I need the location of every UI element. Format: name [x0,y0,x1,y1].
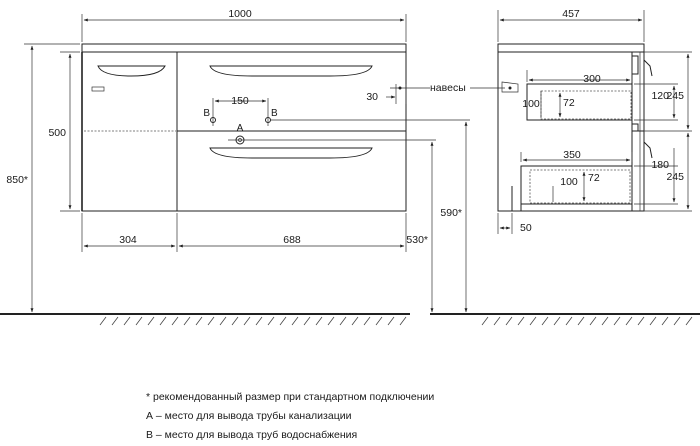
floor-hatch [517,316,525,326]
floor-hatch [279,316,287,326]
bottom-drawer-inner-h-value: 72 [588,172,600,184]
left-door-handle [97,65,166,77]
floor-line [0,313,700,326]
floor-hatch [375,316,383,326]
floor-hatch [183,316,191,326]
floor-hatch [351,316,359,326]
top-section-height-value: 245 [666,90,684,102]
legend-notes: * рекомендованный размер при стандартном… [146,391,434,441]
bottom-drawer-box [520,165,633,205]
floor-hatch [387,316,395,326]
floor-hatch [255,316,263,326]
side-view: 300 100 72 120 245 350 100 72 180 [497,8,692,234]
water-height-value: 590* [440,207,462,219]
side-countertop [497,43,645,53]
floor-hatch [111,316,119,326]
floor-hatch [147,316,155,326]
floor-hatch [649,316,657,326]
floor-hatch [673,316,681,326]
base-offset-value: 50 [520,222,532,234]
pipe-label-a: A [237,123,244,134]
note-water-outlet: В – место для вывода труб водоснабжения [146,429,357,441]
floor-hatch [267,316,275,326]
hanger-offset-value: 30 [366,91,378,103]
floor-hatch [637,316,645,326]
brand-plate-icon [91,86,105,92]
floor-hatch [541,316,549,326]
floor-hatch [529,316,537,326]
floor-hatch [135,316,143,326]
floor-hatch [243,316,251,326]
side-depth-value: 457 [562,8,580,20]
floor-hatch [291,316,299,326]
floor-hatch [553,316,561,326]
front-view: 150 B B A 1000 500 850* 304 688 530* [6,8,505,313]
right-section-value: 688 [283,234,301,246]
floor-hatch [303,316,311,326]
floor-hatch [339,316,347,326]
front-height-value: 500 [48,127,66,139]
floor-hatch [327,316,335,326]
floor-hatch [195,316,203,326]
floor-hatch [171,316,179,326]
floor-hatch [601,316,609,326]
floor-hatch [99,316,107,326]
floor-hatch [493,316,501,326]
floor-hatch [219,316,227,326]
top-drawer-height-value: 120 [651,90,669,102]
top-drawer-depth-value: 300 [583,73,601,85]
pipe-label-b-left: B [203,108,210,119]
floor-hatch [661,316,669,326]
pipe-label-b-right: B [271,108,278,119]
pipe-spacing-value: 150 [231,95,249,107]
floor-hatch [505,316,513,326]
floor-hatch [231,316,239,326]
floor-hatch [315,316,323,326]
left-section-value: 304 [119,234,137,246]
floor-hatch [625,316,633,326]
bottom-drawer-inner [529,169,631,204]
top-drawer-handle [209,65,373,77]
total-height-value: 850* [6,174,28,186]
floor-hatch [123,316,131,326]
hanger-label: навесы [430,82,466,94]
bottom-drawer-height-value: 180 [651,159,669,171]
floor-hatch [207,316,215,326]
note-drain-outlet: А – место для вывода трубы канализации [146,410,352,422]
top-drawer-inner [540,90,632,120]
countertop [81,43,407,53]
floor-hatch [589,316,597,326]
bottom-drawer-handle [209,147,373,159]
top-drawer-inner-w-value: 100 [522,98,540,110]
side-top-handle [643,59,653,77]
top-drawer-inner-h-value: 72 [563,97,575,109]
note-recommended-size: * рекомендованный размер при стандартном… [146,391,434,403]
bottom-section-height-value: 245 [666,171,684,183]
floor-hatch [159,316,167,326]
floor-hatch [565,316,573,326]
bottom-drawer-depth-value: 350 [563,149,581,161]
floor-hatch [363,316,371,326]
side-bottom-handle [643,141,653,159]
front-width-value: 1000 [228,8,252,20]
floor-hatch [481,316,489,326]
floor-hatch [399,316,407,326]
top-drawer-box [526,83,633,121]
floor-hatch [577,316,585,326]
bottom-drawer-inner-w-value: 100 [560,176,578,188]
floor-hatch [613,316,621,326]
hanger-icon [501,81,519,93]
drain-height-value: 530* [406,234,428,246]
floor-hatch [685,316,693,326]
